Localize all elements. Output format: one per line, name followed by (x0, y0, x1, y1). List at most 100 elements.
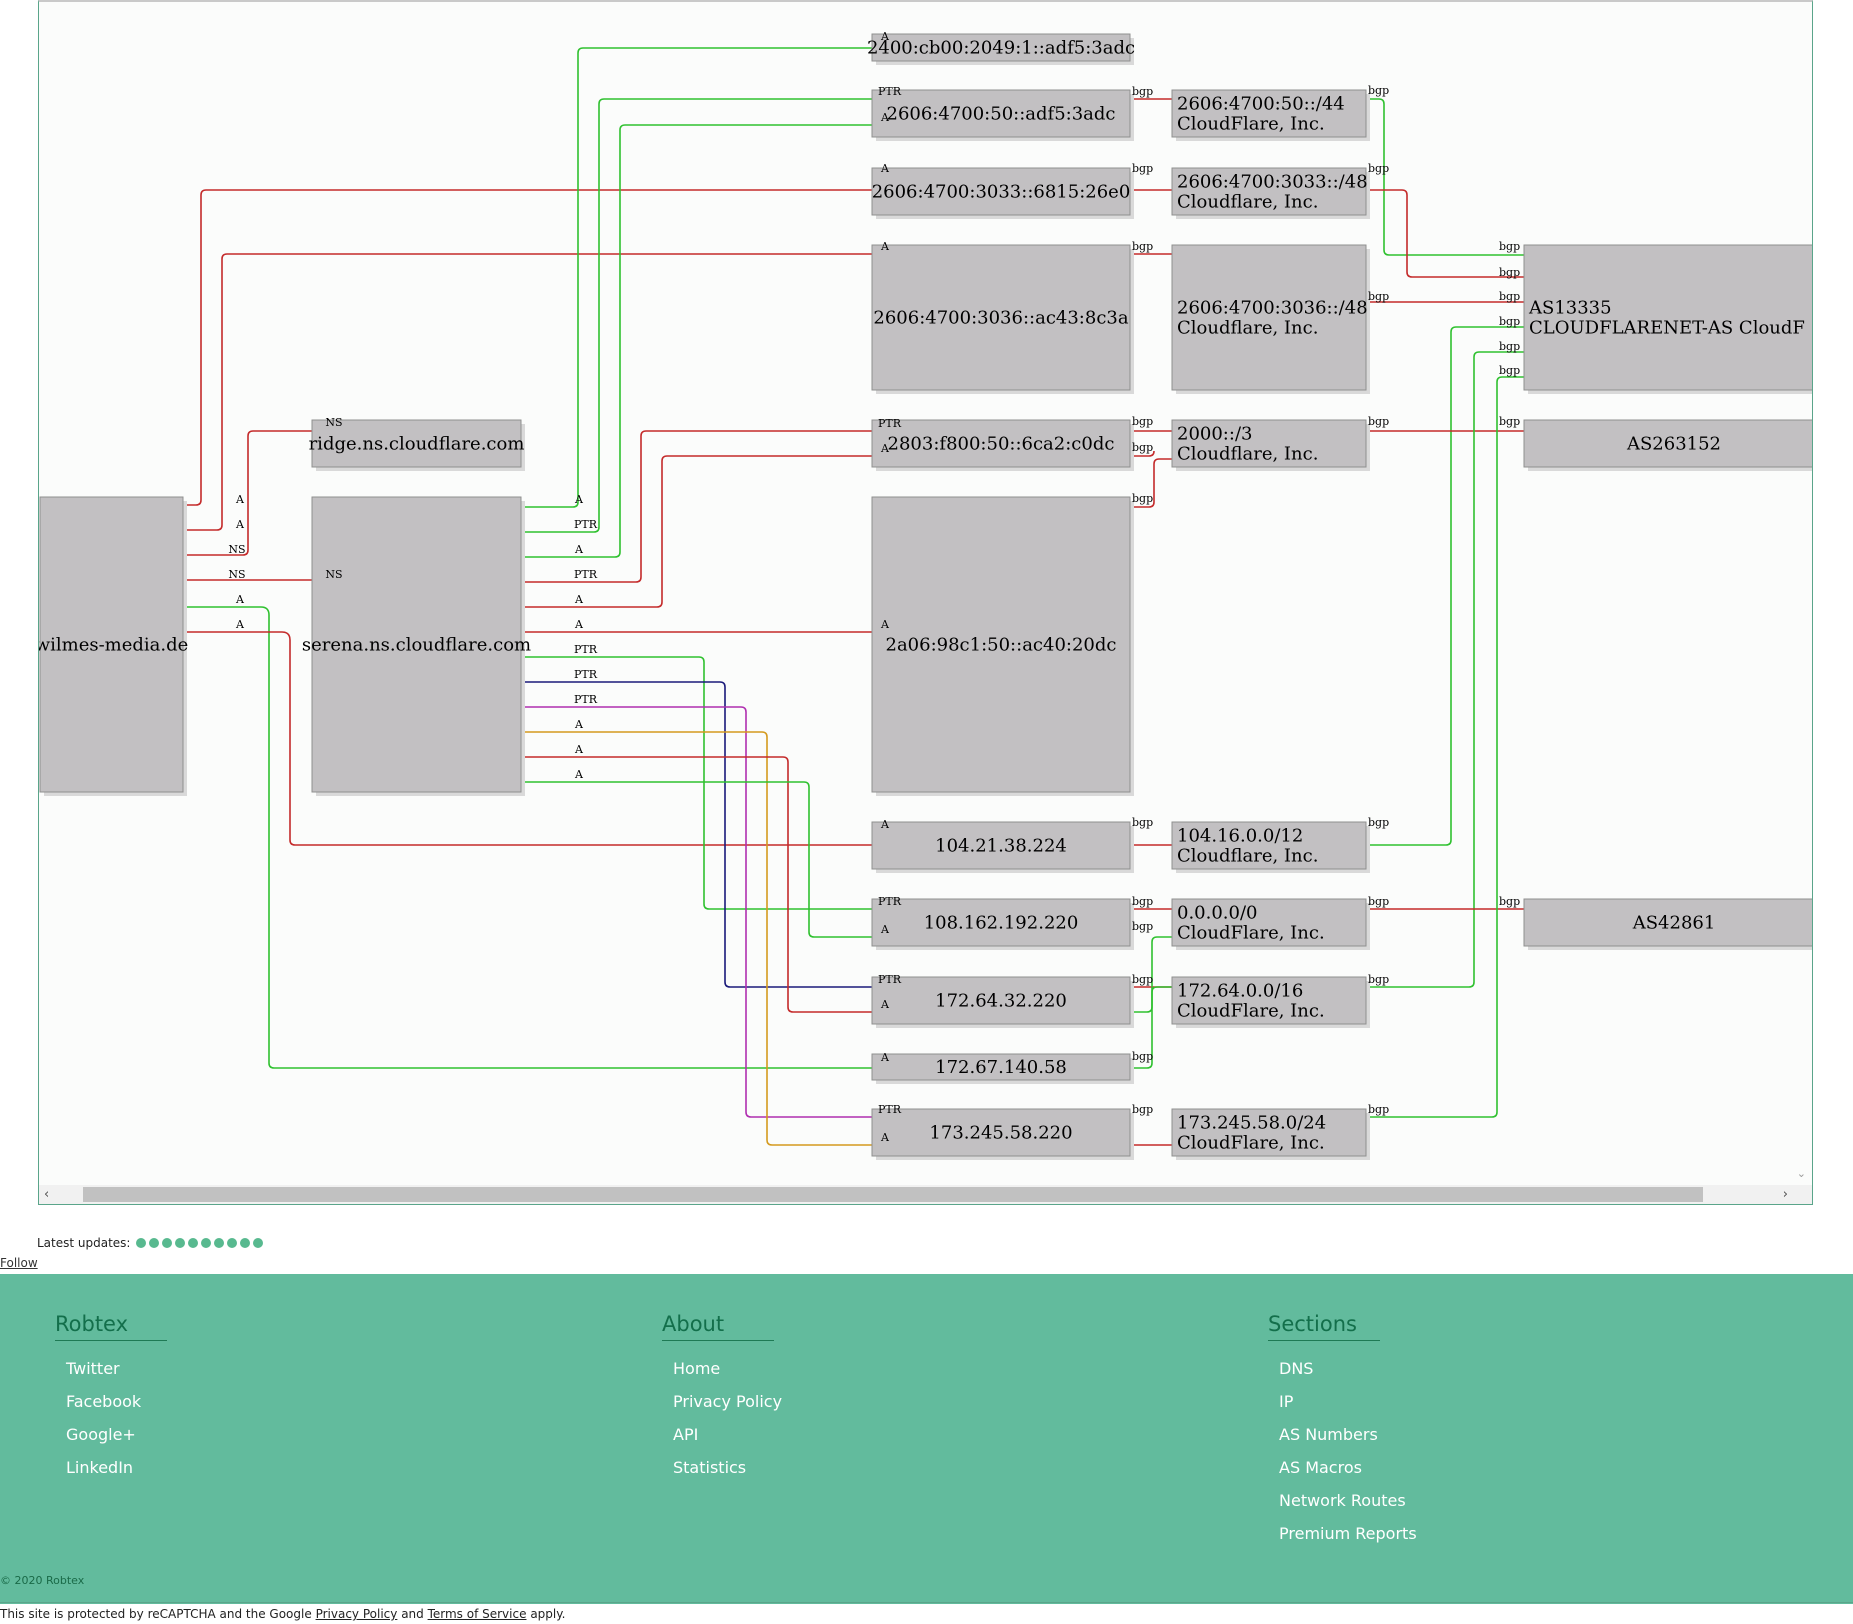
update-dot[interactable] (136, 1238, 147, 1248)
scrollbar-thumb[interactable] (83, 1187, 1703, 1202)
footer-link[interactable]: DNS (1279, 1359, 1314, 1378)
node-ip2606b (871, 167, 1131, 216)
edge-label: A (880, 923, 890, 936)
node-wilmes (39, 496, 184, 793)
graph-edge (521, 430, 872, 583)
graph-edge (521, 781, 872, 938)
edge-label: A (574, 593, 584, 606)
update-dot[interactable] (240, 1238, 251, 1248)
edge-label: bgp (1499, 266, 1520, 279)
footer-link[interactable]: Privacy Policy (673, 1392, 783, 1411)
update-dot[interactable] (162, 1238, 173, 1248)
recaptcha-suffix: apply. (530, 1607, 566, 1621)
edge-label: bgp (1499, 895, 1520, 908)
graph-edge (1366, 98, 1524, 256)
footer-link[interactable]: Home (673, 1359, 721, 1378)
footer-link[interactable]: Statistics (673, 1458, 747, 1477)
edge-label: NS (228, 543, 245, 556)
edge-label: A (235, 593, 245, 606)
update-dot[interactable] (201, 1238, 212, 1248)
node-label: CloudFlare, Inc. (1177, 1133, 1325, 1154)
update-dot[interactable] (214, 1238, 225, 1248)
edge-label: bgp (1368, 84, 1389, 97)
node-label: 104.16.0.0/12 (1177, 826, 1303, 847)
node-as42861 (1523, 898, 1812, 947)
node-ip2a06 (871, 496, 1131, 793)
edge-label: A (574, 543, 584, 556)
node-label: Cloudflare, Inc. (1177, 846, 1318, 867)
footer-divider (0, 1602, 1853, 1603)
update-dot[interactable] (227, 1238, 238, 1248)
node-ip104 (871, 821, 1131, 870)
node-ip2803 (871, 419, 1131, 468)
follow-link[interactable]: Follow (0, 1256, 38, 1270)
edge-label: bgp (1132, 920, 1153, 933)
privacy-policy-link[interactable]: Privacy Policy (315, 1607, 398, 1621)
node-ip2606c (871, 244, 1131, 391)
edge-label: PTR (878, 895, 902, 908)
edge-label: PTR (878, 85, 902, 98)
graph-edge (521, 455, 872, 608)
node-label: AS13335 (1528, 298, 1612, 319)
terms-of-service-link[interactable]: Terms of Service (427, 1607, 527, 1621)
latest-updates-label: Latest updates: (37, 1236, 131, 1250)
node-label: CloudFlare, Inc. (1177, 923, 1325, 944)
update-dot[interactable] (188, 1238, 199, 1248)
edge-label: PTR (878, 973, 902, 986)
edge-label: A (574, 718, 584, 731)
scroll-down-icon[interactable]: ⌄ (1796, 1167, 1806, 1180)
node-r2606c (1171, 244, 1367, 391)
footer-link[interactable]: IP (1279, 1392, 1294, 1411)
footer-link[interactable]: Twitter (66, 1359, 120, 1378)
graph-edge (184, 430, 312, 556)
node-label: 0.0.0.0/0 (1177, 903, 1258, 924)
graph-edge (521, 656, 872, 910)
edge-label: PTR (574, 668, 598, 681)
footer-link[interactable]: Facebook (66, 1392, 142, 1411)
node-label: 172.64.0.0/16 (1177, 981, 1303, 1002)
node-label: 2000::/3 (1177, 424, 1252, 445)
edge-label: bgp (1499, 415, 1520, 428)
scroll-left-icon[interactable]: ‹ (44, 1187, 50, 1202)
node-label: ridge.ns.cloudflare.com (309, 434, 525, 455)
node-label: 172.67.140.58 (935, 1057, 1067, 1078)
edge-label: PTR (574, 643, 598, 656)
footer-link[interactable]: Premium Reports (1279, 1524, 1417, 1543)
edge-label: A (235, 518, 245, 531)
graph-edge (521, 706, 872, 1118)
edge-label: bgp (1499, 290, 1520, 303)
edge-label: A (574, 493, 584, 506)
edge-label: A (235, 493, 245, 506)
edge-label: bgp (1499, 364, 1520, 377)
footer-link[interactable]: Google+ (66, 1425, 136, 1444)
footer-link[interactable]: Network Routes (1279, 1491, 1406, 1510)
graph-edge (521, 681, 872, 988)
edge-label: bgp (1132, 816, 1153, 829)
footer-link[interactable]: AS Numbers (1279, 1425, 1378, 1444)
scroll-right-icon[interactable]: › (1782, 1187, 1788, 1202)
graph-edge (1130, 458, 1172, 508)
graph-edge (521, 98, 872, 533)
graph-edge (1366, 376, 1524, 1118)
update-dot[interactable] (253, 1238, 264, 1248)
footer-link[interactable]: AS Macros (1279, 1458, 1362, 1477)
node-label: Cloudflare, Inc. (1177, 444, 1318, 465)
graph-edge (1130, 936, 1172, 1013)
edge-label: bgp (1132, 85, 1153, 98)
node-ip2400 (871, 33, 1131, 62)
update-dot[interactable] (175, 1238, 186, 1248)
edge-label: NS (325, 568, 342, 581)
node-as263152 (1523, 419, 1812, 468)
footer-link[interactable]: API (673, 1425, 699, 1444)
horizontal-scrollbar[interactable]: ‹ › (39, 1185, 1812, 1204)
footer-column-sections: Sections DNS IP AS Numbers AS Macros Net… (1268, 1312, 1417, 1557)
edge-label: bgp (1132, 1103, 1153, 1116)
node-label: 2606:4700:50::adf5:3adc (887, 104, 1116, 125)
node-label: 2606:4700:3033::/48 (1177, 172, 1368, 193)
latest-updates: Latest updates: (37, 1236, 266, 1250)
graph-edge (1130, 986, 1172, 1069)
edge-label: bgp (1368, 895, 1389, 908)
footer-link[interactable]: LinkedIn (66, 1458, 134, 1477)
update-dot[interactable] (149, 1238, 160, 1248)
